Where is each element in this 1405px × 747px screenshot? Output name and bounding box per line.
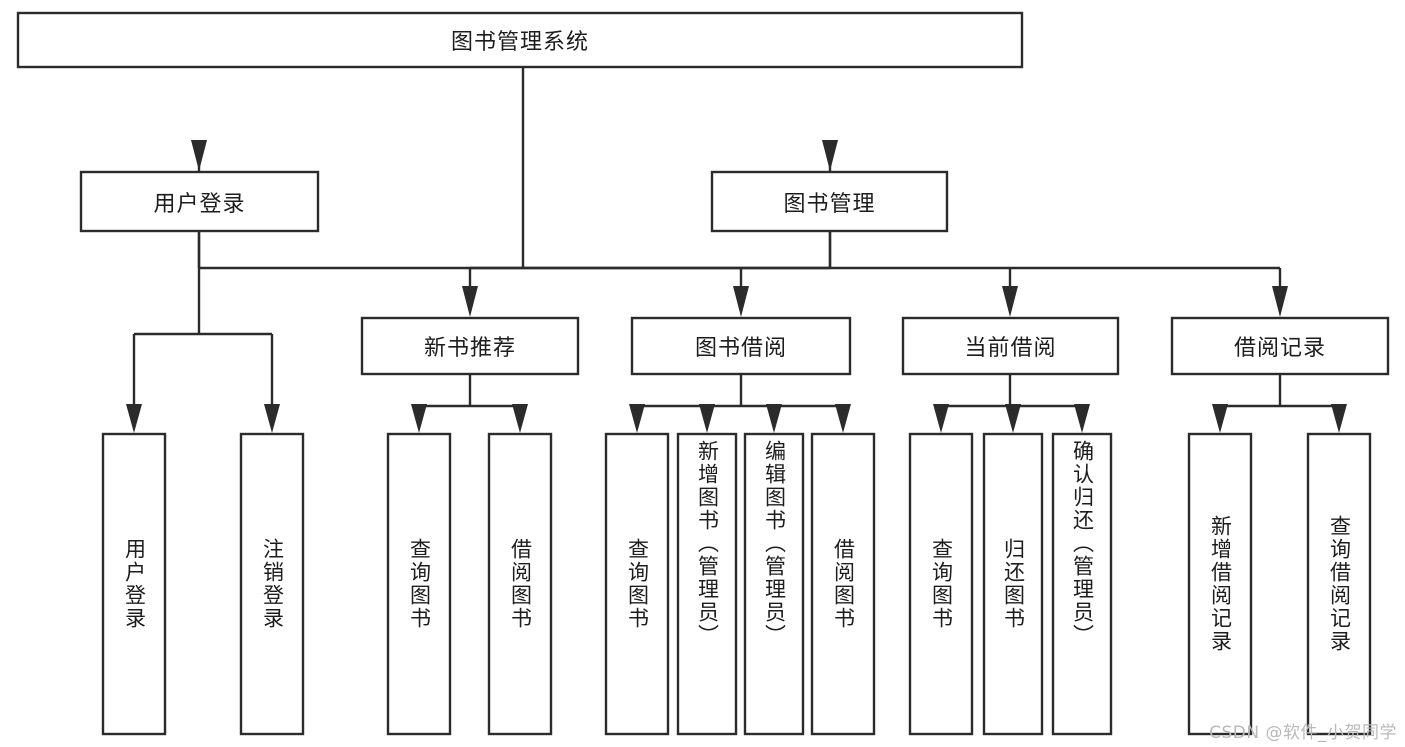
node-layer bbox=[16, 11, 1390, 736]
node-box-leaf-confirm-return[interactable] bbox=[1051, 432, 1113, 736]
arrowhead-leaf-add-borrow-record bbox=[1212, 404, 1228, 433]
arrowhead-leaf-user-login bbox=[126, 404, 142, 433]
node-box-leaf-query-book-rec[interactable] bbox=[386, 432, 452, 736]
node-box-leaf-return-book[interactable] bbox=[982, 432, 1044, 736]
node-box-leaf-edit-book[interactable] bbox=[743, 432, 805, 736]
node-box-leaf-query-borrow-record[interactable] bbox=[1306, 432, 1372, 736]
arrowhead-leaf-query-book-rec bbox=[411, 404, 427, 433]
arrowhead-user-login bbox=[191, 140, 207, 171]
node-box-leaf-user-logout[interactable] bbox=[239, 432, 305, 736]
node-box-current-borrow[interactable] bbox=[901, 316, 1120, 376]
node-box-book-manage[interactable] bbox=[710, 170, 949, 233]
arrowhead-leaf-user-logout bbox=[264, 404, 280, 433]
node-box-book-borrow[interactable] bbox=[630, 316, 852, 376]
arrowhead-leaf-borrow-book-rec bbox=[512, 404, 528, 433]
node-box-borrow-record[interactable] bbox=[1170, 316, 1390, 376]
node-box-leaf-user-login[interactable] bbox=[101, 432, 167, 736]
arrowhead-current-borrow bbox=[1002, 286, 1018, 317]
arrowhead-leaf-edit-book bbox=[766, 404, 782, 433]
node-box-new-book-rec[interactable] bbox=[360, 316, 580, 376]
arrowhead-leaf-query-book-current bbox=[933, 404, 949, 433]
arrowhead-layer bbox=[126, 140, 1347, 433]
node-box-leaf-query-book-borrow[interactable] bbox=[604, 432, 670, 736]
arrowhead-leaf-query-book-borrow bbox=[629, 404, 645, 433]
node-box-leaf-borrow-book[interactable] bbox=[810, 432, 876, 736]
node-box-leaf-add-borrow-record[interactable] bbox=[1187, 432, 1253, 736]
arrowhead-leaf-query-borrow-record bbox=[1331, 404, 1347, 433]
arrowhead-leaf-borrow-book bbox=[835, 404, 851, 433]
node-box-root[interactable] bbox=[16, 11, 1024, 69]
arrowhead-book-manage bbox=[822, 140, 838, 171]
arrowhead-book-borrow bbox=[733, 286, 749, 317]
arrowhead-leaf-confirm-return bbox=[1074, 404, 1090, 433]
csdn-watermark: CSDN @软件_小贺同学 bbox=[1209, 723, 1397, 743]
node-box-leaf-borrow-book-rec[interactable] bbox=[487, 432, 553, 736]
arrowhead-borrow-record bbox=[1272, 286, 1288, 317]
node-box-user-login[interactable] bbox=[79, 170, 320, 233]
arrowhead-leaf-add-book bbox=[699, 404, 715, 433]
arrowhead-new-book-rec bbox=[462, 286, 478, 317]
node-box-leaf-add-book[interactable] bbox=[676, 432, 738, 736]
node-box-leaf-query-book-current[interactable] bbox=[908, 432, 974, 736]
arrowhead-leaf-return-book bbox=[1005, 404, 1021, 433]
